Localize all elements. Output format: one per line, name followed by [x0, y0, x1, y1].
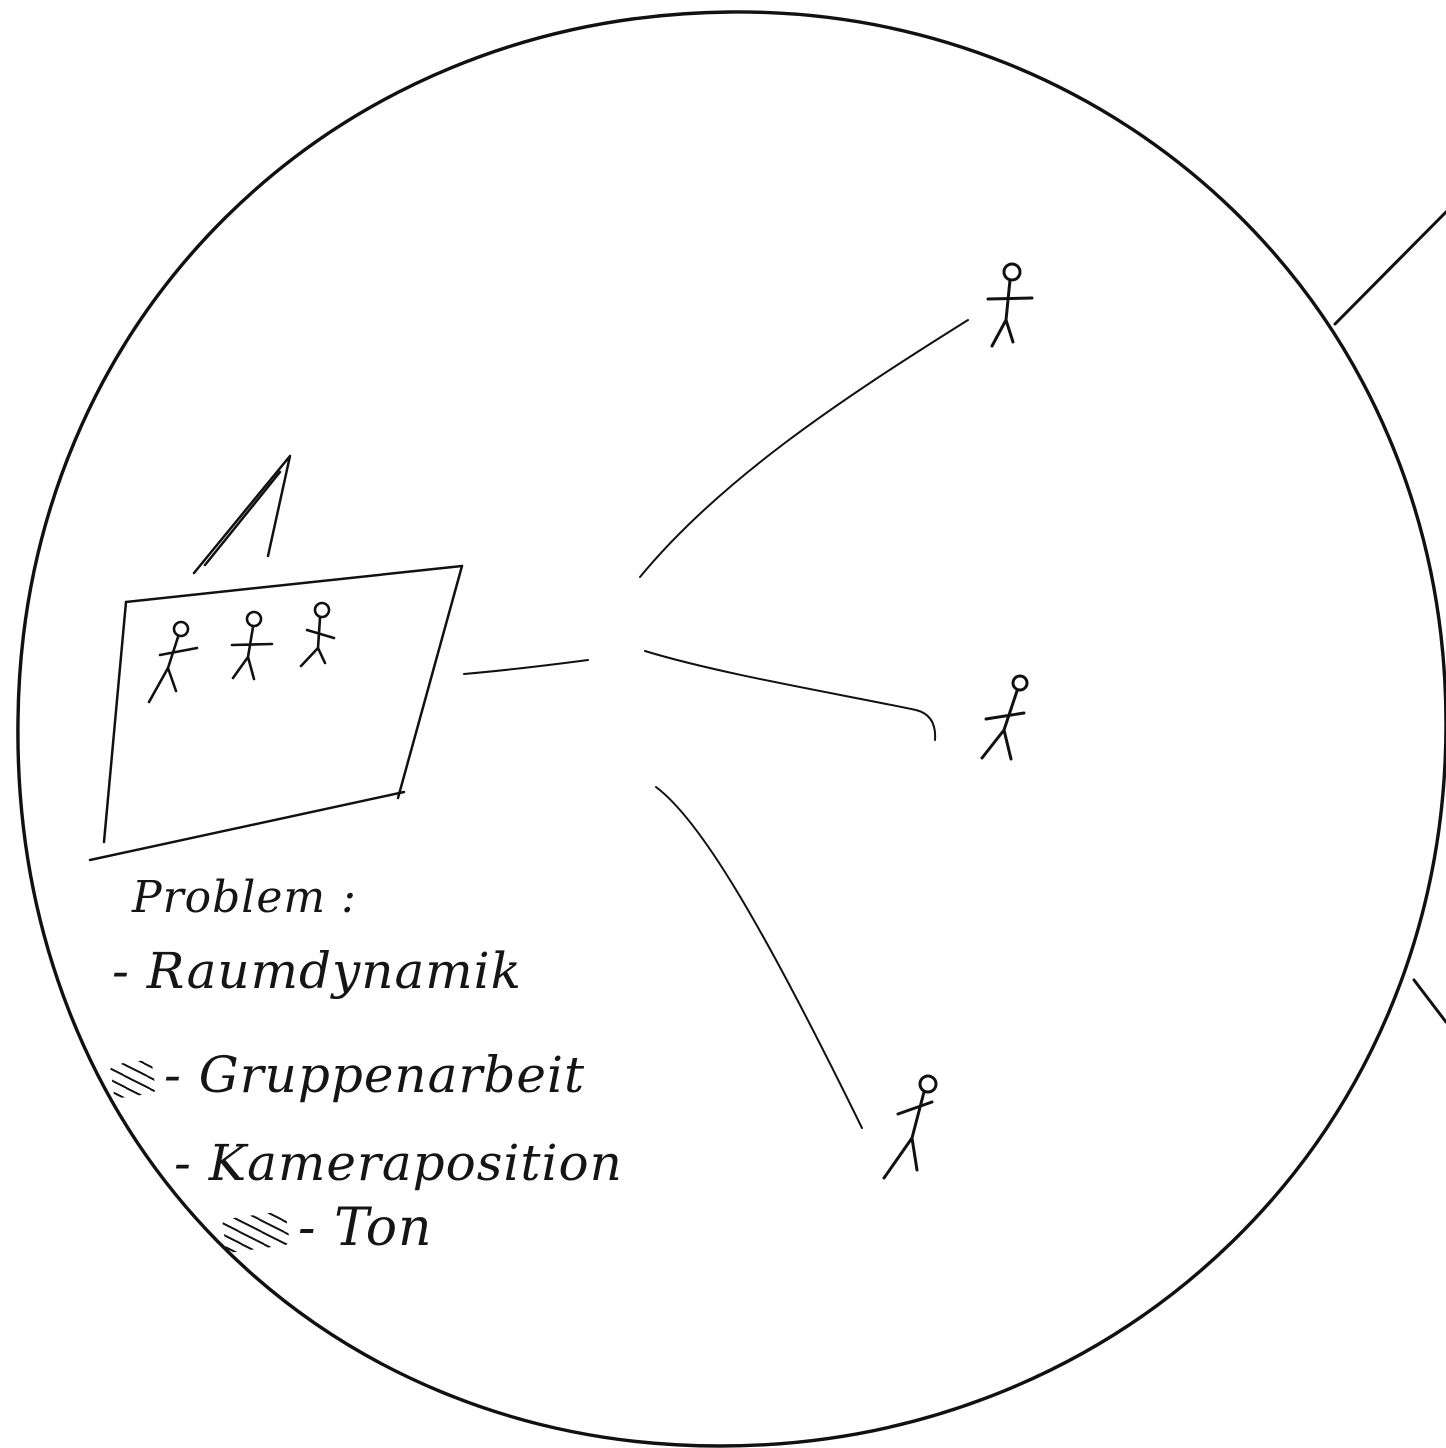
scratch-out-mark: [222, 1210, 290, 1253]
screen-participant-1: [149, 622, 197, 702]
screen-participant-2: [232, 612, 272, 679]
screen-frame: [90, 566, 462, 860]
note-ton: - Ton: [224, 1198, 433, 1258]
notes-title: Problem :: [132, 872, 357, 923]
problem-notes: Problem : - Raumdynamik - Gruppenarbeit …: [112, 870, 712, 1270]
screen-participant-3: [301, 603, 334, 666]
note-gruppenarbeit: - Gruppenarbeit: [112, 1046, 585, 1104]
remote-participant-bottom: [884, 1076, 936, 1178]
scratch-out-mark: [110, 1059, 156, 1099]
note-gruppenarbeit-text: - Gruppenarbeit: [164, 1046, 585, 1104]
right-edge-connector-lines: [1335, 212, 1446, 1022]
note-kameraposition: - Kameraposition: [174, 1134, 623, 1192]
screen-stand: [194, 456, 290, 573]
remote-participant-middle: [982, 676, 1027, 759]
remote-participant-top: [988, 264, 1032, 346]
note-ton-text: - Ton: [298, 1198, 433, 1258]
note-raumdynamik: - Raumdynamik: [112, 942, 522, 1000]
